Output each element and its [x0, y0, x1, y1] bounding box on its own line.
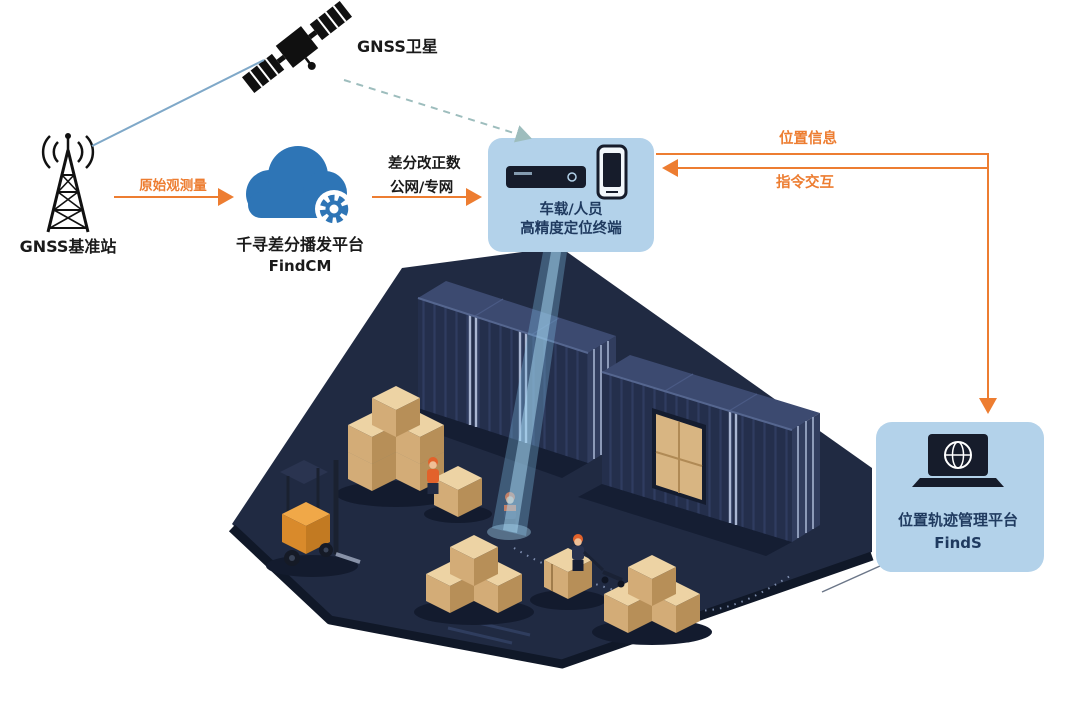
smartphone-icon — [596, 144, 628, 200]
worker-left — [427, 457, 439, 494]
radio-tower-icon — [41, 133, 95, 233]
cloud-gear-icon — [246, 146, 353, 228]
terminal-label-line1: 车载/人员 — [539, 202, 603, 218]
edge-label-raw-observation: 原始观测量 — [139, 178, 207, 194]
diagram-connectors — [91, 59, 997, 414]
positioning-beam — [487, 252, 567, 540]
finds-pointer-line — [821, 565, 881, 593]
edge-label-diff-correction: 差分改正数 — [388, 156, 461, 172]
edge-label-network: 公网/专网 — [390, 180, 454, 196]
arrow-terminal-to-finds — [656, 153, 997, 414]
receiver-icon — [506, 166, 586, 188]
finds-panel — [876, 422, 1044, 572]
satellite-icon — [241, 0, 353, 94]
cloud-platform-product: FindCM — [268, 257, 332, 275]
worker-pallet-jack — [572, 534, 625, 588]
pallet-bottom-right — [604, 555, 700, 633]
link-base-to-satellite — [91, 59, 265, 147]
forklift — [280, 460, 361, 566]
laptop-globe-icon — [912, 434, 1004, 487]
management-platform-product: FindS — [934, 534, 982, 552]
pallet-small — [434, 466, 482, 517]
edge-label-position-info: 位置信息 — [779, 131, 837, 147]
edge-label-command-interaction: 指令交互 — [776, 175, 834, 191]
management-platform-name: 位置轨迹管理平台 — [897, 511, 1019, 529]
cloud-platform-name: 千寻差分播发平台 — [235, 235, 365, 254]
container-2 — [601, 355, 820, 542]
base-station-label: GNSS基准站 — [19, 237, 117, 256]
satellite-label: GNSS卫星 — [357, 37, 438, 56]
warehouse-illustration — [228, 247, 874, 669]
terminal-label-line2: 高精度定位终端 — [520, 221, 622, 237]
pallet-stack-left — [348, 386, 444, 491]
pallet-bottom-left — [426, 535, 522, 613]
link-satellite-to-terminal-dashed — [343, 79, 532, 143]
